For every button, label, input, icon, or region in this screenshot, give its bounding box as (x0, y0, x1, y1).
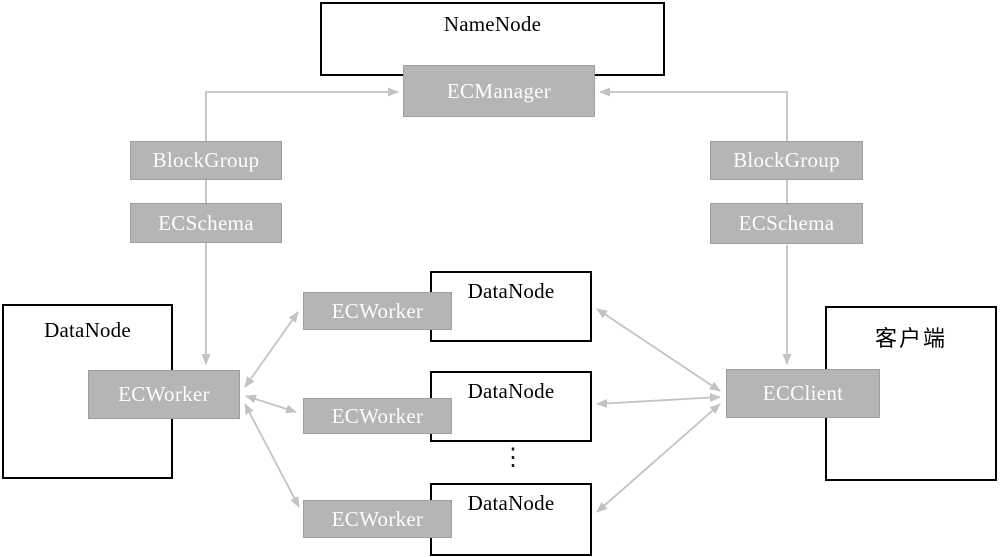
ecworker-mid-top-box: ECWorker (303, 292, 452, 330)
ecschema-right-label: ECSchema (738, 211, 835, 235)
ecschema-left-label: ECSchema (158, 210, 254, 235)
blockgroup-left-label: BlockGroup (152, 148, 260, 172)
edge-blockgroup-right-to-ecmanager (599, 87, 788, 141)
edge-ecworker-left-to-ecworker-mid-middle (245, 394, 297, 414)
ecworker-mid-top-label: ECWorker (331, 298, 424, 323)
edge-datanode-middle-to-ecclient (596, 393, 721, 408)
ecworker-mid-middle-box: ECWorker (303, 398, 452, 434)
datanode-ellipsis: ⋮ (501, 445, 525, 471)
edge-ecworker-left-to-ecworker-mid-bottom (244, 403, 300, 508)
datanode-top-box: DataNode (430, 271, 592, 342)
ecmanager-label: ECManager (446, 78, 552, 103)
ecclient-box: ECClient (726, 369, 880, 418)
ecschema-left-box: ECSchema (130, 203, 282, 243)
edge-blockgroup-left-to-ecmanager (205, 87, 399, 141)
ecmanager-box: ECManager (403, 65, 595, 117)
edge-datanode-top-to-ecclient (596, 308, 721, 392)
ecclient-label: ECClient (762, 381, 844, 405)
blockgroup-right-label: BlockGroup (733, 148, 840, 172)
ecworker-mid-bottom-box: ECWorker (303, 500, 452, 538)
datanode-bottom-box: DataNode (430, 483, 592, 556)
blockgroup-left-box: BlockGroup (130, 141, 282, 180)
ecworker-mid-middle-label: ECWorker (331, 403, 424, 428)
edge-ecworker-left-to-ecworker-mid-top (244, 311, 299, 388)
ecworker-mid-bottom-label: ECWorker (331, 506, 424, 531)
datanode-top-label: DataNode (467, 279, 555, 303)
client-label: 客户端 (874, 326, 947, 351)
namenode-label: NameNode (443, 12, 542, 36)
blockgroup-right-box: BlockGroup (710, 141, 863, 180)
datanode-middle-box: DataNode (430, 371, 592, 442)
datanode-bottom-label: DataNode (467, 491, 555, 515)
ecworker-left-label: ECWorker (118, 382, 210, 406)
namenode-box: NameNode (320, 2, 665, 76)
ecschema-right-box: ECSchema (710, 203, 863, 244)
datanode-middle-label: DataNode (467, 379, 555, 403)
edge-datanode-bottom-to-ecclient (596, 403, 721, 513)
datanode-left-label: DataNode (44, 318, 131, 342)
ecworker-left-box: ECWorker (88, 370, 240, 419)
